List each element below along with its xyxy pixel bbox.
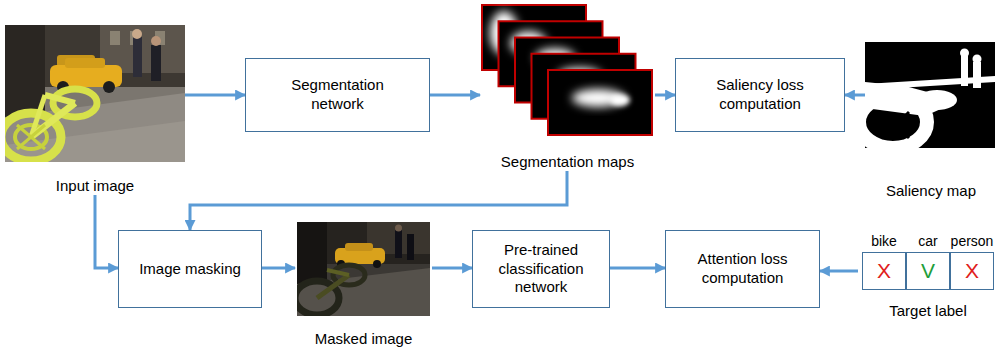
flow-arrow: [845, 94, 865, 97]
input-photo-part: [17, 125, 45, 149]
masked-photo-part: [297, 222, 430, 316]
caption-wrap: Segmentation maps: [480, 153, 655, 171]
box-text-wrap: Attention loss computation: [678, 250, 807, 288]
cell-frame: V: [906, 252, 950, 290]
box-label: Saliency loss computation: [690, 76, 830, 114]
saliency-map-picture-part: [883, 112, 909, 138]
flow-arrow: [185, 94, 245, 97]
caption: Masked image: [295, 330, 432, 348]
box-label: Segmentation network: [276, 76, 399, 114]
input-photo: [5, 25, 185, 162]
process-box: Image masking: [118, 230, 262, 308]
label-cell: carV: [906, 232, 950, 290]
caption-wrap: Masked image: [295, 330, 432, 348]
flow-arrow: [432, 267, 472, 270]
input-photo-part: [5, 25, 185, 162]
mark-symbol: X: [877, 259, 891, 283]
column-header: bike: [856, 232, 912, 250]
input-photo-part: [133, 37, 142, 77]
saliency-map-picture-part: [973, 55, 982, 64]
caption: Input image: [5, 177, 185, 195]
caption: Target label: [858, 302, 998, 320]
box-label: Pre-trained classification network: [481, 241, 601, 297]
masked-photo-part: [407, 234, 414, 260]
segmentation-map-stack-part: [610, 94, 630, 106]
flow-arrow: [610, 267, 665, 270]
box-text-wrap: Image masking: [139, 260, 241, 279]
input-photo-part: [15, 125, 47, 149]
label-cell: personX: [950, 232, 994, 290]
input-photo-part: [65, 58, 105, 68]
segmentation-map-stack-part: [548, 70, 652, 135]
process-box: Segmentation network: [245, 58, 430, 132]
flow-arrow: [820, 270, 858, 273]
box-label: Image masking: [139, 260, 241, 279]
masked-photo: [297, 222, 430, 316]
saliency-map-picture: [865, 42, 995, 148]
image-node: Masked image: [295, 220, 432, 348]
input-photo-part: [17, 125, 45, 149]
input-photo-part: [103, 81, 115, 93]
flow-arrow: [430, 94, 480, 97]
segmentation-map-stack-part: [548, 70, 652, 135]
input-photo-part: [45, 95, 75, 103]
saliency-map-picture-part: [917, 90, 957, 110]
box-label: Attention loss computation: [678, 250, 807, 288]
process-box: Pre-trained classification network: [472, 230, 610, 308]
process-box: Saliency loss computation: [675, 58, 845, 132]
masked-photo-part: [327, 270, 349, 275]
process-box: Attention loss computation: [665, 230, 820, 308]
cell-frame: X: [862, 252, 906, 290]
masked-photo-part: [395, 230, 402, 258]
saliency-map-picture-part: [960, 49, 969, 58]
masked-photo-part: [373, 260, 381, 268]
masked-photo-part: [317, 275, 349, 298]
saliency-map-picture-part: [961, 56, 968, 86]
image-node: Segmentation maps: [480, 3, 655, 171]
masked-photo-part: [395, 225, 402, 232]
image-node: Input image: [5, 25, 185, 195]
caption-wrap: Saliency map: [865, 182, 997, 200]
segmentation-map-stack: [482, 5, 652, 135]
label-table: Target labelbikeXcarVpersonX: [858, 232, 998, 320]
flow-arrow: [655, 94, 675, 97]
caption: Segmentation maps: [480, 153, 655, 171]
caption-wrap: Input image: [5, 177, 185, 195]
input-photo-part: [110, 31, 120, 45]
cell-frame: X: [950, 252, 994, 290]
flow-arrow: [190, 171, 567, 230]
mark-symbol: V: [921, 259, 935, 283]
caption: Saliency map: [865, 182, 997, 200]
column-header: car: [900, 232, 956, 250]
box-text-wrap: Pre-trained classification network: [481, 241, 601, 297]
input-photo-part: [151, 36, 161, 46]
masked-photo-part: [345, 243, 373, 251]
image-node: Saliency map: [865, 42, 997, 200]
input-photo-part: [132, 29, 142, 39]
saliency-map-picture-part: [973, 62, 981, 88]
saliency-map-picture-part: [883, 112, 909, 138]
caption-wrap: Target label: [858, 302, 998, 320]
box-text-wrap: Segmentation network: [276, 76, 399, 114]
flow-arrow: [262, 267, 295, 270]
input-photo-part: [151, 45, 161, 81]
mark-symbol: X: [965, 259, 979, 283]
flow-arrow: [95, 195, 118, 268]
box-text-wrap: Saliency loss computation: [690, 76, 830, 114]
label-cell: bikeX: [862, 232, 906, 290]
column-header: person: [944, 232, 999, 250]
